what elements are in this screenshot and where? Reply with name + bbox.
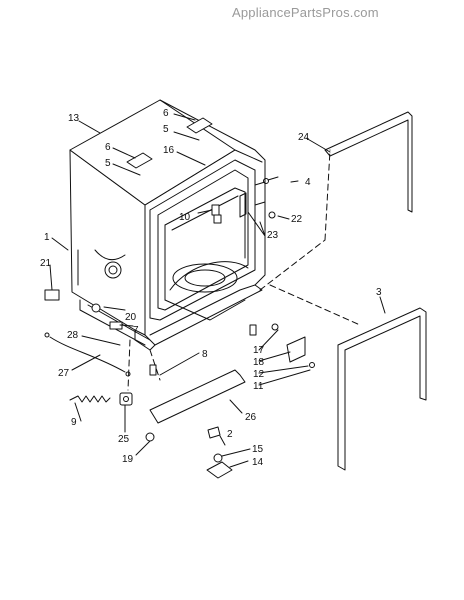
callout-6-left: 6: [105, 142, 111, 153]
tub-block: [44, 289, 60, 301]
callout-16: 16: [163, 145, 175, 156]
callout-26: 26: [245, 412, 257, 423]
callout-27: 27: [58, 368, 70, 379]
callout-12: 12: [253, 369, 265, 380]
part-20-nut: [91, 303, 101, 313]
watermark: AppliancePartsPros.com: [232, 5, 379, 20]
leg-bracket: [206, 453, 233, 479]
callout-4: 4: [305, 177, 311, 188]
callout-6-top: 6: [163, 108, 169, 119]
clip: [207, 426, 221, 439]
foot: [145, 432, 155, 442]
toe-panel-trim: [149, 369, 246, 424]
callout-23: 23: [267, 230, 279, 241]
callout-22: 22: [291, 214, 303, 225]
callout-15: 15: [252, 444, 264, 455]
callout-10: 10: [179, 212, 191, 223]
door-cable: [49, 336, 126, 373]
callout-11: 11: [253, 381, 264, 392]
hinge-bracket-lower: [286, 336, 306, 363]
screw-hardware: [263, 176, 315, 368]
callout-14: 14: [252, 457, 264, 468]
callout-13: 13: [68, 113, 80, 124]
callout-25: 25: [118, 434, 130, 445]
hinge-bracket: [126, 152, 153, 169]
callout-2: 2: [227, 429, 233, 440]
tub-gasket: [337, 307, 427, 471]
leader-lines: [49, 113, 386, 468]
callout-8: 8: [202, 349, 208, 360]
callout-7: 7: [133, 325, 139, 336]
callout-labels: 13 6 5 6 5 16 24 4 10 22 23 1 21 3 20 7 …: [40, 108, 382, 468]
callout-19: 19: [122, 454, 134, 465]
callout-20: 20: [125, 312, 137, 323]
callout-18: 18: [253, 357, 265, 368]
callout-24: 24: [298, 132, 310, 143]
callout-17: 17: [253, 345, 265, 356]
callout-9: 9: [71, 417, 77, 428]
door-spring: [69, 395, 111, 403]
callout-5-top: 5: [163, 124, 169, 135]
callout-1: 1: [44, 232, 50, 243]
callout-28: 28: [67, 330, 79, 341]
tub-assembly: [69, 99, 266, 351]
leveling-legs: [149, 324, 257, 376]
cable-pulley: [119, 392, 133, 406]
callout-21: 21: [40, 258, 52, 269]
alignment-lines: [127, 149, 361, 391]
callout-5-left: 5: [105, 158, 111, 169]
hinge-bracket: [186, 117, 213, 134]
callout-3: 3: [376, 287, 382, 298]
door-gasket: [324, 111, 413, 213]
